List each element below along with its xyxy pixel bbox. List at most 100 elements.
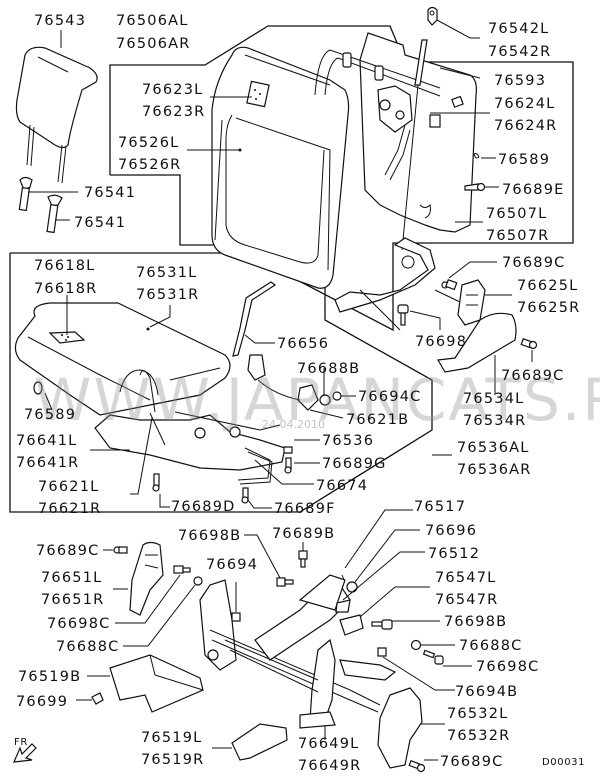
part-label-76698B-left[interactable]: 76698B: [178, 528, 241, 544]
washer-76688C-left[interactable]: [193, 576, 203, 586]
nut-76536[interactable]: [283, 446, 293, 454]
part-label-76618R[interactable]: 76618R: [34, 281, 97, 297]
part-label-76532R[interactable]: 76532R: [447, 728, 510, 744]
part-label-76621L[interactable]: 76621L: [38, 479, 99, 495]
rear-side-cover-part[interactable]: [377, 687, 423, 769]
part-label-76698C-right[interactable]: 76698C: [476, 659, 539, 675]
part-label-76618L[interactable]: 76618L: [34, 258, 95, 274]
part-label-76689C-left[interactable]: 76689C: [36, 543, 99, 559]
part-label-76688C-right[interactable]: 76688C: [459, 638, 522, 654]
seatback-hinge-part[interactable]: [334, 237, 436, 313]
part-label-76641L[interactable]: 76641L: [16, 433, 77, 449]
part-label-76506AL[interactable]: 76506AL: [116, 13, 189, 29]
part-label-76694C[interactable]: 76694C: [358, 389, 421, 405]
part-label-76534R[interactable]: 76534R: [463, 413, 526, 429]
part-label-76689C-lower[interactable]: 76689C: [440, 754, 503, 770]
clip-76699[interactable]: [91, 692, 104, 705]
screw-76689C-upper[interactable]: [441, 279, 458, 291]
part-label-76689D[interactable]: 76689D: [171, 499, 236, 515]
headrest-part[interactable]: [15, 46, 98, 184]
part-label-76621R[interactable]: 76621R: [38, 501, 101, 517]
headrest-guide-part[interactable]: [18, 176, 63, 234]
part-label-76656[interactable]: 76656: [277, 336, 329, 352]
bolt-76698B-left[interactable]: [276, 577, 294, 587]
part-label-76689E[interactable]: 76689E: [502, 182, 565, 198]
part-label-76625R[interactable]: 76625R: [517, 300, 580, 316]
part-label-76689G[interactable]: 76689G: [322, 456, 387, 472]
part-label-76506AR[interactable]: 76506AR: [116, 36, 191, 52]
screw-76689C-side[interactable]: [520, 338, 538, 350]
washer-76688C-right[interactable]: [410, 639, 422, 651]
screw-76689C-lower[interactable]: [408, 759, 426, 773]
release-rod-part[interactable]: [401, 39, 428, 251]
cushion-pan-part[interactable]: [94, 411, 286, 471]
part-label-76641R[interactable]: 76641R: [16, 455, 79, 471]
seatback-cover-part[interactable]: [211, 46, 350, 289]
hinge-bracket-part[interactable]: [247, 354, 319, 411]
part-label-76526R[interactable]: 76526R: [118, 157, 181, 173]
part-label-76621B[interactable]: 76621B: [346, 412, 409, 428]
part-label-76507R[interactable]: 76507R: [486, 228, 549, 244]
part-label-76689F[interactable]: 76689F: [274, 501, 336, 517]
leg-cover-front-part[interactable]: [109, 654, 204, 713]
part-label-76547L[interactable]: 76547L: [435, 570, 496, 586]
part-label-76649L[interactable]: 76649L: [298, 736, 359, 752]
part-label-76593[interactable]: 76593: [494, 73, 546, 89]
part-label-76694B[interactable]: 76694B: [455, 684, 518, 700]
part-label-76547R[interactable]: 76547R: [435, 592, 498, 608]
part-label-76649R[interactable]: 76649R: [298, 758, 361, 774]
part-label-76531L[interactable]: 76531L: [136, 265, 197, 281]
bolt-76698[interactable]: [397, 304, 409, 326]
part-label-76519R[interactable]: 76519R: [141, 752, 204, 768]
part-label-76651R[interactable]: 76651R: [41, 592, 104, 608]
part-label-76543[interactable]: 76543: [34, 13, 86, 29]
screw-76689C-left[interactable]: [113, 546, 128, 554]
part-label-76507L[interactable]: 76507L: [486, 206, 547, 222]
seat-belt-anchor-part[interactable]: [427, 6, 438, 26]
part-label-76541-b[interactable]: 76541: [74, 215, 126, 231]
bolt-76698C-left[interactable]: [173, 565, 191, 574]
part-label-76624R[interactable]: 76624R: [494, 118, 557, 134]
washer-76696[interactable]: [346, 581, 358, 593]
side-cover-inner-part[interactable]: [457, 279, 486, 326]
wire-76674[interactable]: [237, 447, 273, 485]
pin-76517[interactable]: [341, 574, 345, 581]
part-label-76542R[interactable]: 76542R: [488, 44, 551, 60]
part-label-76674[interactable]: 76674: [316, 478, 368, 494]
part-label-76536AL[interactable]: 76536AL: [457, 440, 530, 456]
part-label-76623L[interactable]: 76623L: [142, 82, 203, 98]
part-label-76625L[interactable]: 76625L: [517, 278, 578, 294]
part-label-76624L[interactable]: 76624L: [494, 96, 555, 112]
leg-cover-rear-part[interactable]: [231, 723, 288, 761]
lever-76547[interactable]: [339, 614, 364, 636]
part-label-76517[interactable]: 76517: [414, 499, 466, 515]
part-label-76541-a[interactable]: 76541: [84, 185, 136, 201]
part-label-76651L[interactable]: 76651L: [41, 570, 102, 586]
lock-striker-part[interactable]: [377, 85, 413, 133]
part-label-76532L[interactable]: 76532L: [447, 706, 508, 722]
bolt-76689B[interactable]: [298, 550, 308, 568]
part-label-76536AR[interactable]: 76536AR: [457, 462, 532, 478]
front-cover-left-part[interactable]: [129, 541, 164, 616]
nut-76694B[interactable]: [377, 647, 387, 657]
part-label-76519B[interactable]: 76519B: [18, 669, 81, 685]
part-label-76542L[interactable]: 76542L: [488, 21, 549, 37]
adjuster-part[interactable]: [299, 711, 336, 729]
part-label-76688C-left[interactable]: 76688C: [56, 639, 119, 655]
side-cover-outer-part[interactable]: [437, 312, 517, 373]
screw-76689F[interactable]: [241, 487, 249, 504]
screw-76689D[interactable]: [152, 473, 160, 492]
part-label-76534L[interactable]: 76534L: [463, 391, 524, 407]
part-label-76623R[interactable]: 76623R: [142, 104, 205, 120]
part-label-76696[interactable]: 76696: [425, 523, 477, 539]
part-label-76589-b[interactable]: 76589: [24, 407, 76, 423]
part-label-76589-a[interactable]: 76589: [498, 152, 550, 168]
grommet-76589[interactable]: [33, 381, 43, 395]
part-label-76526L[interactable]: 76526L: [118, 135, 179, 151]
part-label-76698C-left[interactable]: 76698C: [47, 616, 110, 632]
bolt-76689G[interactable]: [284, 457, 292, 474]
part-label-76698B-right[interactable]: 76698B: [444, 614, 507, 630]
washer-76688B[interactable]: [319, 394, 331, 406]
release-lever-rod-part[interactable]: [232, 281, 277, 357]
nut-76694[interactable]: [231, 612, 241, 622]
